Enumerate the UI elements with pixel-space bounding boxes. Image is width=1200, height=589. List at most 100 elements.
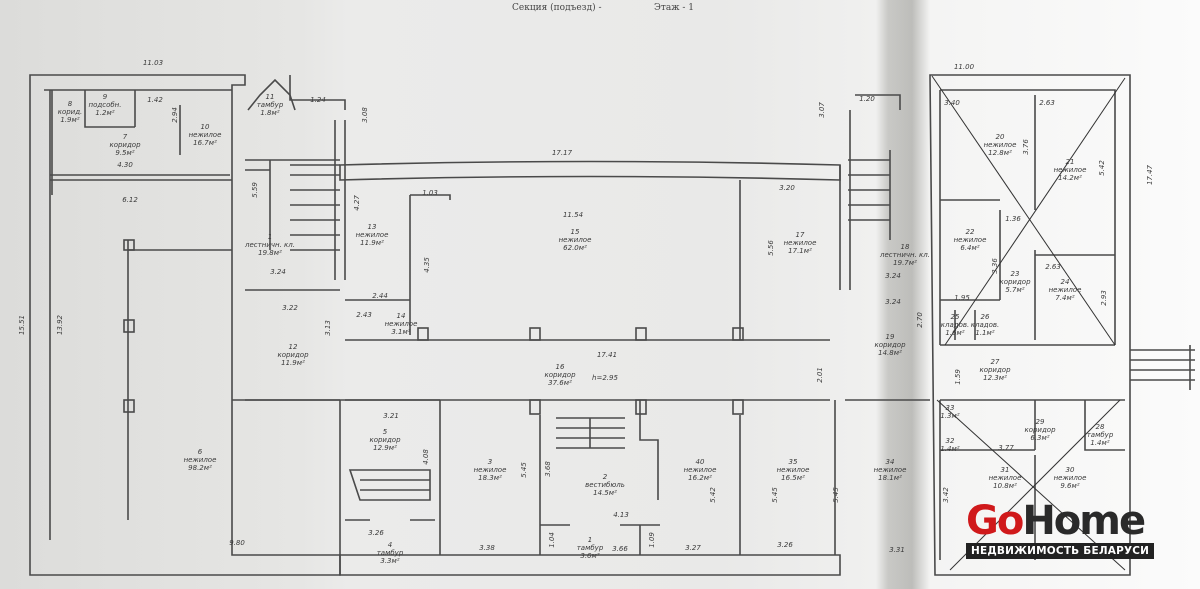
room-num: 27 [990,358,1000,366]
room-type: кладов. [940,321,970,329]
dimension-label: 5.59 [251,182,259,198]
room-type: нежилое [355,231,389,239]
room-area: 98.2м² [188,464,212,472]
wall-column [127,240,232,520]
room-area: 9.5м² [115,149,135,157]
room-area: 19.8м² [258,249,282,257]
dimension-label: 3.27 [685,544,701,552]
room-area: 12.8м² [988,149,1012,157]
room-num: 24 [1060,278,1070,286]
dimension-label: 2.43 [356,311,372,319]
room-type: тамбур [256,101,284,109]
room-area: 6.4м² [960,244,980,252]
wall-bottom [339,554,841,576]
room-area: 7.4м² [1055,294,1075,302]
dimension-label: 4.08 [422,449,430,465]
room-area: 1.9м² [60,116,80,124]
dimension-label: 2.70 [916,312,924,328]
pillar [417,327,429,341]
room-type: нежилое [776,466,810,474]
room-type: нежилое [188,131,222,139]
dimension-label: 1.04 [548,532,556,548]
dimension-label: 5.45 [832,487,840,503]
room-num: 40 [695,458,705,466]
room-area: 1.6м² [945,329,965,337]
room-area: 18.3м² [478,474,502,482]
room-num: 30 [1065,466,1075,474]
room-num: 4 [387,541,393,549]
ceiling-height: h=2.95 [592,374,618,382]
room-area: 3.3м² [380,557,400,565]
dimension-label: 3.07 [818,102,826,118]
dimension-label: 2.94 [171,107,179,123]
dimension-label: 13.92 [56,314,64,336]
dimension-label: 3.68 [544,461,552,477]
dimension-label: 5.45 [771,487,779,503]
dimension-label: 1.09 [648,532,656,548]
room-type: нежилое [1053,474,1087,482]
room-type: нежилое [558,236,592,244]
dimension-label: 3.13 [324,320,332,336]
dimension-label: 2.63 [1039,99,1055,107]
dimension-label: 3.24 [885,272,901,280]
dimension-label: 4.30 [117,161,133,169]
room-area: 6.3м² [1030,434,1050,442]
floor-title: Этаж - 1 [654,3,694,13]
dimension-label: 3.26 [777,541,793,549]
wall-right-lower [939,399,1125,560]
room-type: кладов. [970,321,1000,329]
room-area: 10.8м² [993,482,1017,490]
room-num: 2 [602,473,608,481]
dimension-label: 17.41 [596,351,618,359]
room-num: 9 [102,93,108,101]
room-area: 11.9м² [281,359,305,367]
dimension-label: 2.01 [816,367,824,383]
room-type: лестничн. кл. [880,251,930,259]
dimension-label: 5.42 [709,487,717,503]
dimension-label: 3.42 [942,487,950,503]
pillar [732,327,744,341]
wall-stair-right [289,75,346,280]
wall-corridor [345,180,830,401]
pillar [123,399,135,413]
room-num: 15 [570,228,580,236]
room-num: 18 [900,243,910,251]
room-num: 29 [1035,418,1045,426]
room-num: 14 [396,312,406,320]
dimension-label: 11.54 [562,211,584,219]
room-type: коридор [874,341,906,349]
dimension-label: 9.80 [229,539,245,547]
dimension-label: 3.08 [361,107,369,123]
room-type: нежилое [683,466,717,474]
room-area: 14.2м² [1058,174,1082,182]
room-type: тамбур [1086,431,1114,439]
gohome-watermark: GoHome НЕДВИЖИМОСТЬ БЕЛАРУСИ [966,500,1155,559]
room-type: нежилое [873,466,907,474]
wall-left-inner [50,89,232,195]
dimension-label: 3.20 [779,184,795,192]
room-num: 7 [122,133,128,141]
room-area: 12.9м² [373,444,397,452]
dimension-label: 5.56 [767,240,775,256]
dimension-label: 1.24 [310,96,326,104]
room-num: 32 [945,437,955,445]
pillar [529,399,541,415]
room-num: 26 [980,313,990,321]
room-type: нежилое [384,320,418,328]
room-num: 28 [1095,423,1105,431]
gohome-logo: GoHome [966,500,1154,542]
room-area: 16.7м² [193,139,217,147]
room-num: 25 [950,313,960,321]
room-area: 37.6м² [548,379,572,387]
